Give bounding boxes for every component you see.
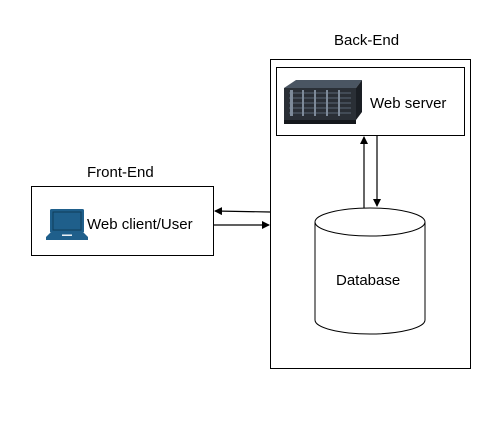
web-server-label: Web server [370, 95, 447, 112]
laptop-icon [46, 209, 88, 240]
web-client-box: Web client/User [31, 186, 214, 256]
web-server-box: Web server [276, 67, 465, 136]
arrow-backend-to-client [214, 207, 271, 216]
backend-title: Back-End [334, 32, 400, 49]
server-rack-icon [284, 80, 362, 124]
frontend-title: Front-End [87, 164, 154, 181]
database-label: Database [336, 272, 401, 289]
web-client-label: Web client/User [87, 216, 193, 233]
